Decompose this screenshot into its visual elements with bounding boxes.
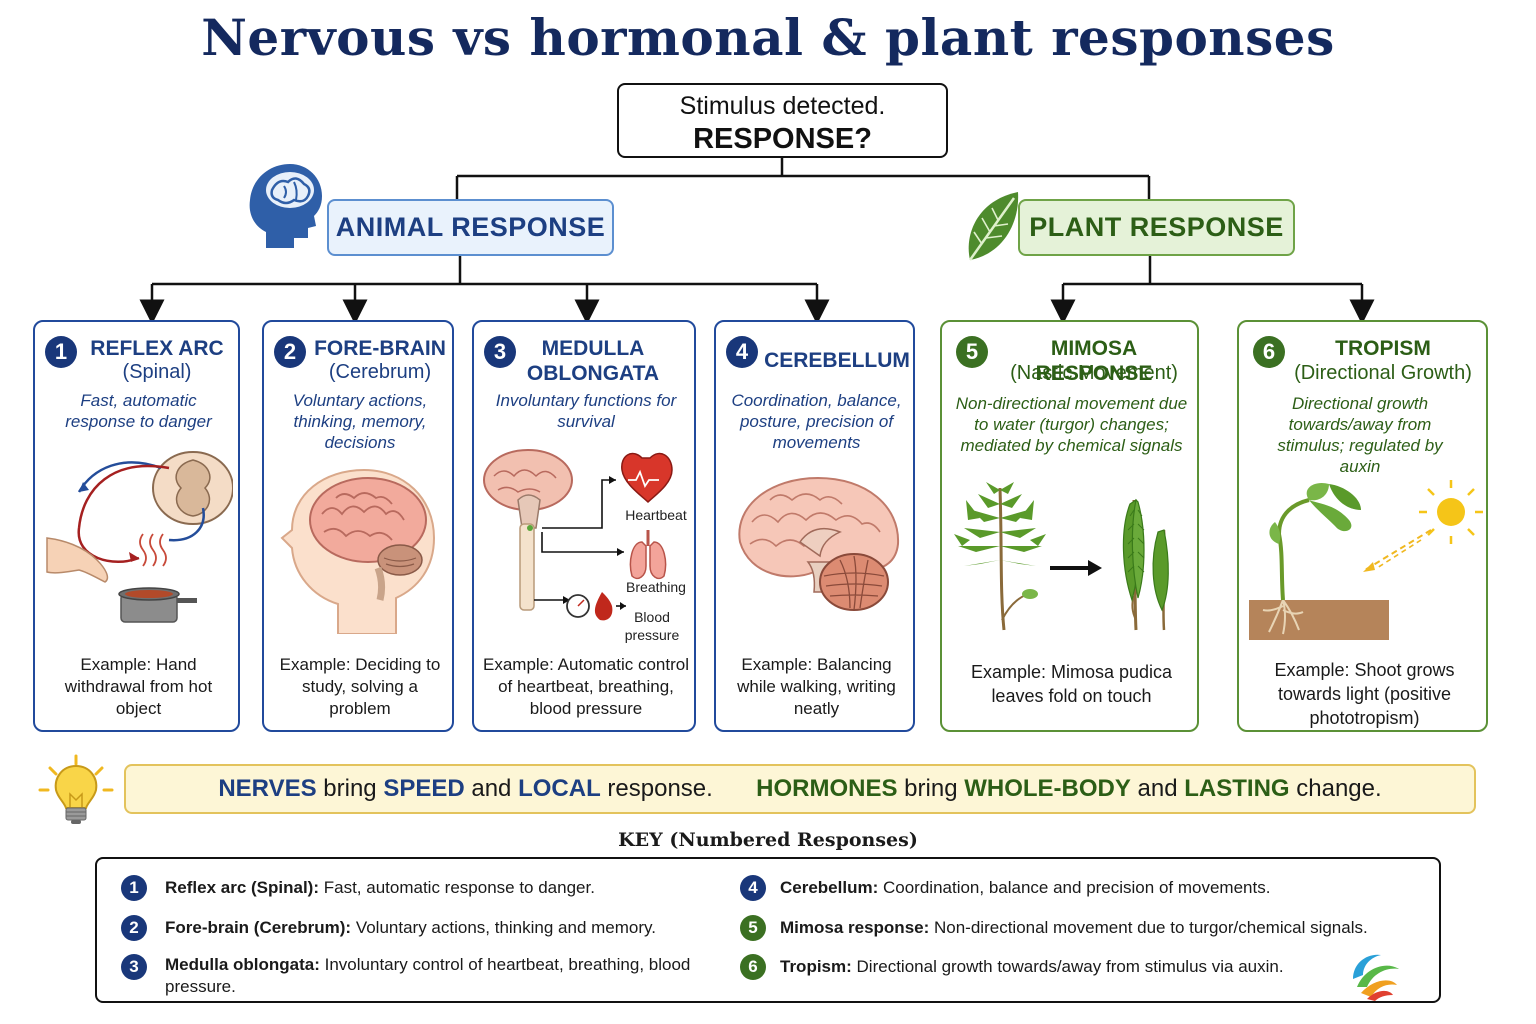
card-medulla-oblongata: 3 MEDULLA OBLONGATA Involuntary function…	[472, 320, 696, 732]
logo-swirl-icon	[1353, 954, 1399, 1001]
tropism-plant-illustration	[1249, 480, 1483, 640]
animal-response-box: ANIMAL RESPONSE	[327, 199, 614, 256]
lightbulb-icon	[38, 754, 114, 824]
card-heading: TROPISM	[1335, 337, 1431, 360]
key-number-badge: 5	[740, 915, 766, 941]
card-mimosa-response: 5 MIMOSA RESPONSE (Nastic Movement) Non-…	[940, 320, 1199, 732]
card-tropism: 6 TROPISM (Directional Growth) Direction…	[1237, 320, 1488, 732]
key-title: KEY (Numbered Responses)	[618, 829, 918, 851]
banner-text: and	[1137, 775, 1178, 802]
card-number-badge: 2	[274, 336, 306, 368]
heartbeat-label: Heartbeat	[625, 507, 687, 523]
card-description: Directional growth towards/away from sti…	[1277, 394, 1443, 476]
banner-text: bring	[323, 775, 377, 802]
banner-speed: SPEED	[383, 775, 465, 802]
card-number-badge: 6	[1253, 336, 1285, 368]
card-fore-brain: 2 FORE-BRAIN (Cerebrum) Voluntary action…	[262, 320, 454, 732]
key-box: 1 Reflex arc (Spinal): Fast, automatic r…	[95, 857, 1441, 1003]
medulla-illustration	[483, 449, 673, 621]
page-title: Nervous vs hormonal & plant responses	[201, 8, 1335, 67]
key-number-badge: 2	[121, 915, 147, 941]
banner-nerves: NERVES	[218, 775, 317, 802]
key-item: Tropism: Directional growth towards/away…	[780, 956, 1360, 978]
plant-response-box: PLANT RESPONSE	[1018, 199, 1295, 256]
key-number-badge: 6	[740, 954, 766, 980]
stimulus-text: Stimulus detected.	[679, 92, 886, 120]
card-description: Fast, automatic response to danger	[65, 391, 212, 431]
card-description: Voluntary actions, thinking, memory, dec…	[292, 391, 428, 452]
key-number-badge: 4	[740, 875, 766, 901]
banner-text: and	[471, 775, 512, 802]
blood-pressure-label: Blood pressure	[624, 609, 680, 643]
banner-text: bring	[904, 775, 958, 802]
card-example: Example: Balancing while walking, writin…	[737, 655, 896, 718]
cerebellum-brain-illustration	[738, 476, 900, 611]
card-example: Example: Shoot grows towards light (posi…	[1274, 660, 1455, 728]
card-example: Example: Deciding to study, solving a pr…	[279, 655, 441, 718]
forebrain-head-illustration	[280, 468, 436, 634]
key-term: Fore-brain (Cerebrum):	[165, 918, 352, 937]
card-cerebellum: 4 CEREBELLUM Coordination, balance, post…	[714, 320, 915, 732]
head-brain-icon	[249, 164, 322, 248]
card-number-badge: 5	[956, 336, 988, 368]
banner-hormones: HORMONES	[756, 775, 898, 802]
card-number-badge: 3	[484, 336, 516, 368]
key-item: Cerebellum: Coordination, balance and pr…	[780, 877, 1400, 899]
mimosa-plant-illustration	[954, 482, 1169, 631]
breathing-label: Breathing	[626, 579, 686, 595]
key-item: Mimosa response: Non-directional movemen…	[780, 917, 1400, 939]
key-text: Involuntary control of heartbeat, breath…	[165, 955, 691, 996]
card-example: Example: Hand withdrawal from hot object	[64, 655, 213, 718]
banner-text: change.	[1296, 775, 1382, 802]
summary-banner: NERVES bring SPEED and LOCAL response. H…	[124, 764, 1476, 814]
key-item: Medulla oblongata: Involuntary control o…	[165, 954, 705, 998]
key-term: Tropism:	[780, 957, 852, 976]
card-example: Example: Mimosa pudica leaves fold on to…	[970, 662, 1173, 706]
key-number-badge: 3	[121, 954, 147, 980]
leaf-icon	[968, 192, 1019, 261]
key-item: Reflex arc (Spinal): Fast, automatic res…	[165, 877, 725, 899]
response-question: RESPONSE?	[693, 123, 872, 155]
banner-whole-body: WHOLE-BODY	[964, 775, 1131, 802]
card-number-badge: 4	[726, 336, 758, 368]
card-heading: CEREBELLUM	[764, 349, 910, 372]
card-reflex-arc: 1 REFLEX ARC (Spinal) Fast, automatic re…	[33, 320, 240, 732]
card-description: Coordination, balance, posture, precisio…	[731, 391, 902, 452]
banner-local: LOCAL	[518, 775, 601, 802]
key-term: Cerebellum:	[780, 878, 879, 897]
card-heading: FORE-BRAIN	[314, 337, 446, 360]
key-number-badge: 1	[121, 875, 147, 901]
card-heading: REFLEX ARC	[90, 337, 224, 360]
card-subheading: (Nastic Movement)	[1010, 362, 1178, 384]
key-item: Fore-brain (Cerebrum): Voluntary actions…	[165, 917, 725, 939]
reflex-arc-illustration	[46, 451, 233, 623]
key-text: Fast, automatic response to danger.	[323, 878, 595, 897]
card-example: Example: Automatic control of heartbeat,…	[483, 655, 689, 718]
card-subheading: (Spinal)	[122, 361, 192, 383]
card-description: Involuntary functions for survival	[495, 391, 677, 431]
key-text: Voluntary actions, thinking and memory.	[355, 918, 656, 937]
card-heading: MIMOSA RESPONSE	[1035, 337, 1153, 385]
key-term: Reflex arc (Spinal):	[165, 878, 319, 897]
key-term: Medulla oblongata:	[165, 955, 320, 974]
card-subheading: (Directional Growth)	[1294, 362, 1472, 384]
banner-lasting: LASTING	[1184, 775, 1290, 802]
key-term: Mimosa response:	[780, 918, 930, 937]
key-text: Coordination, balance and precision of m…	[882, 878, 1271, 897]
stimulus-box: Stimulus detected. RESPONSE?	[617, 83, 948, 158]
key-text: Directional growth towards/away from sti…	[856, 957, 1284, 976]
card-subheading: (Cerebrum)	[328, 361, 432, 383]
key-text: Non-directional movement due to turgor/c…	[934, 918, 1368, 937]
banner-text: response.	[607, 775, 713, 802]
card-heading: MEDULLA OBLONGATA	[526, 337, 660, 385]
card-number-badge: 1	[45, 336, 77, 368]
card-description: Non-directional movement due to water (t…	[955, 394, 1188, 455]
